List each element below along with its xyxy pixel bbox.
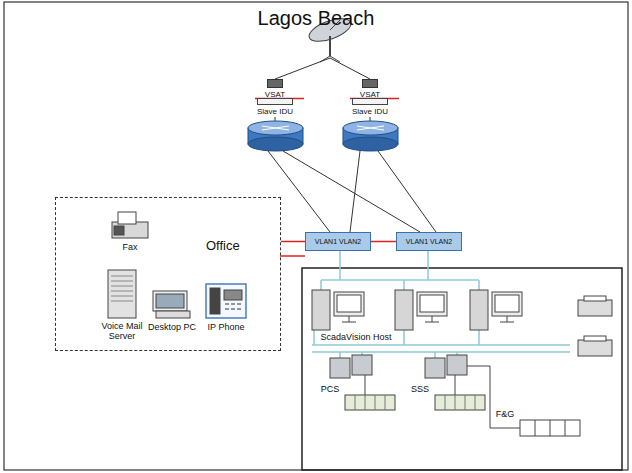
routers [248, 117, 398, 151]
diagram-title: Lagos Beach [0, 6, 632, 30]
page-frame [4, 2, 628, 470]
vsat-unit: VSAT [350, 79, 390, 99]
device-label: F&G [492, 409, 518, 419]
idu-unit: Slave IDU [246, 98, 304, 116]
link-line [371, 241, 396, 243]
device-label: ScadaVision Host [316, 332, 396, 342]
vsat-device [267, 79, 283, 88]
device-label: SSS [408, 384, 432, 394]
node-label: Slave IDU [341, 107, 399, 116]
switch-box: VLAN1 VLAN2 [396, 232, 462, 251]
vsat-device [362, 79, 378, 88]
zone-title: Office [206, 238, 240, 253]
device-label: Fax [105, 242, 155, 252]
device-label: IP Phone [201, 322, 251, 332]
node-label: Slave IDU [246, 107, 304, 116]
idu-device [352, 98, 388, 105]
link-line [281, 241, 305, 243]
node-label: VLAN1 VLAN2 [309, 237, 367, 246]
node-label: VLAN1 VLAN2 [400, 237, 458, 246]
idu-unit: Slave IDU [341, 98, 399, 116]
scada-network [302, 250, 622, 470]
vsat-unit: VSAT [255, 79, 295, 99]
device-label: PCS [318, 384, 342, 394]
idu-device [257, 98, 293, 105]
device-label: Desktop PC [142, 322, 202, 332]
device-label: Voice Mail Server [99, 321, 145, 341]
office-devices [108, 212, 246, 318]
switch-box: VLAN1 VLAN2 [305, 232, 371, 251]
